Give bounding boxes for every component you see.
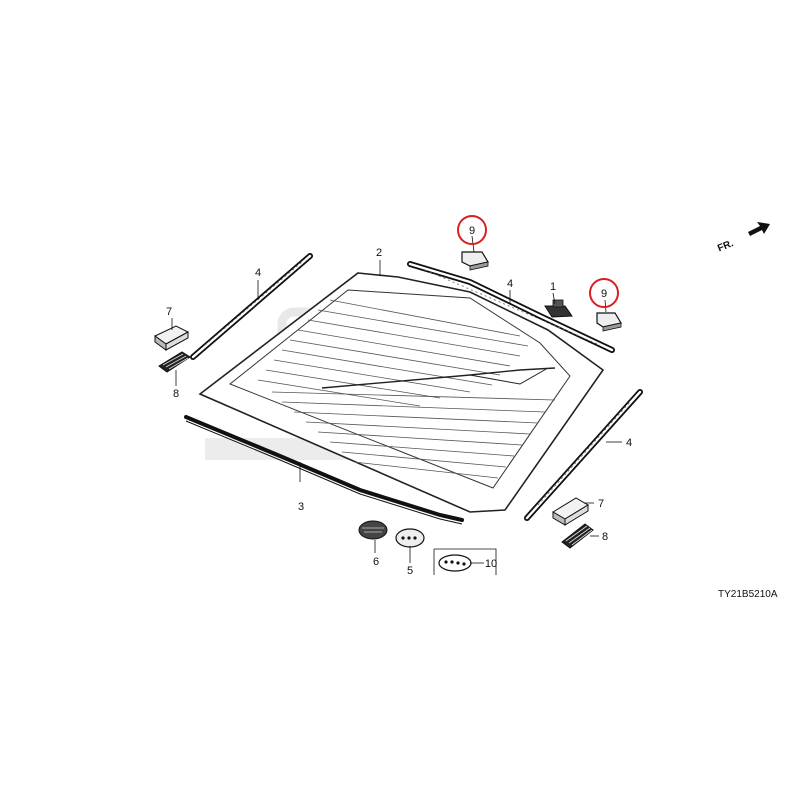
fastener-pad[interactable] <box>358 520 388 540</box>
highlight-circle-9-left <box>457 215 487 245</box>
direction-label: FR. <box>716 238 735 254</box>
callout-6: 6 <box>373 556 379 568</box>
callout-labels: 1 2 3 4 4 4 5 6 7 7 8 8 9 9 10 <box>166 225 632 577</box>
callout-5: 5 <box>407 565 413 577</box>
right-fastener-strip[interactable] <box>561 523 594 549</box>
callout-4-right: 4 <box>626 437 632 449</box>
upper-molding[interactable] <box>407 261 615 353</box>
callout-10: 10 <box>485 558 497 570</box>
callout-3: 3 <box>298 501 304 513</box>
bracket-clip[interactable] <box>544 299 573 318</box>
rear-windshield-glass[interactable] <box>198 272 605 513</box>
left-side-molding[interactable] <box>190 253 313 360</box>
highlight-circles <box>457 215 619 308</box>
callout-9-left: 9 <box>469 225 475 237</box>
upper-right-clip[interactable] <box>596 312 622 332</box>
highlight-circle-9-right <box>589 278 619 308</box>
fastener-set[interactable] <box>433 548 497 575</box>
left-spacer-block[interactable] <box>154 325 190 351</box>
right-side-molding[interactable] <box>524 389 643 521</box>
leader-lines <box>171 235 622 564</box>
callout-8-left: 8 <box>173 388 179 400</box>
callout-4-left: 4 <box>255 267 261 279</box>
front-direction-arrow: FR. <box>716 222 770 254</box>
callout-7-right: 7 <box>598 498 604 510</box>
callout-9-right: 9 <box>601 288 607 300</box>
upper-clip[interactable] <box>461 251 489 271</box>
lower-dam-rubber[interactable] <box>184 415 464 525</box>
diagram-code: TY21B5210A <box>718 589 778 600</box>
right-spacer-block[interactable] <box>552 497 589 526</box>
fastener-seal[interactable] <box>395 528 425 548</box>
callout-2: 2 <box>376 247 382 259</box>
callout-1: 1 <box>550 281 556 293</box>
defroster-grid-lines <box>257 299 556 479</box>
left-fastener-strip[interactable] <box>158 351 191 373</box>
callout-4-upper: 4 <box>507 278 513 290</box>
callout-8-right: 8 <box>602 531 608 543</box>
callout-7-left: 7 <box>166 306 172 318</box>
